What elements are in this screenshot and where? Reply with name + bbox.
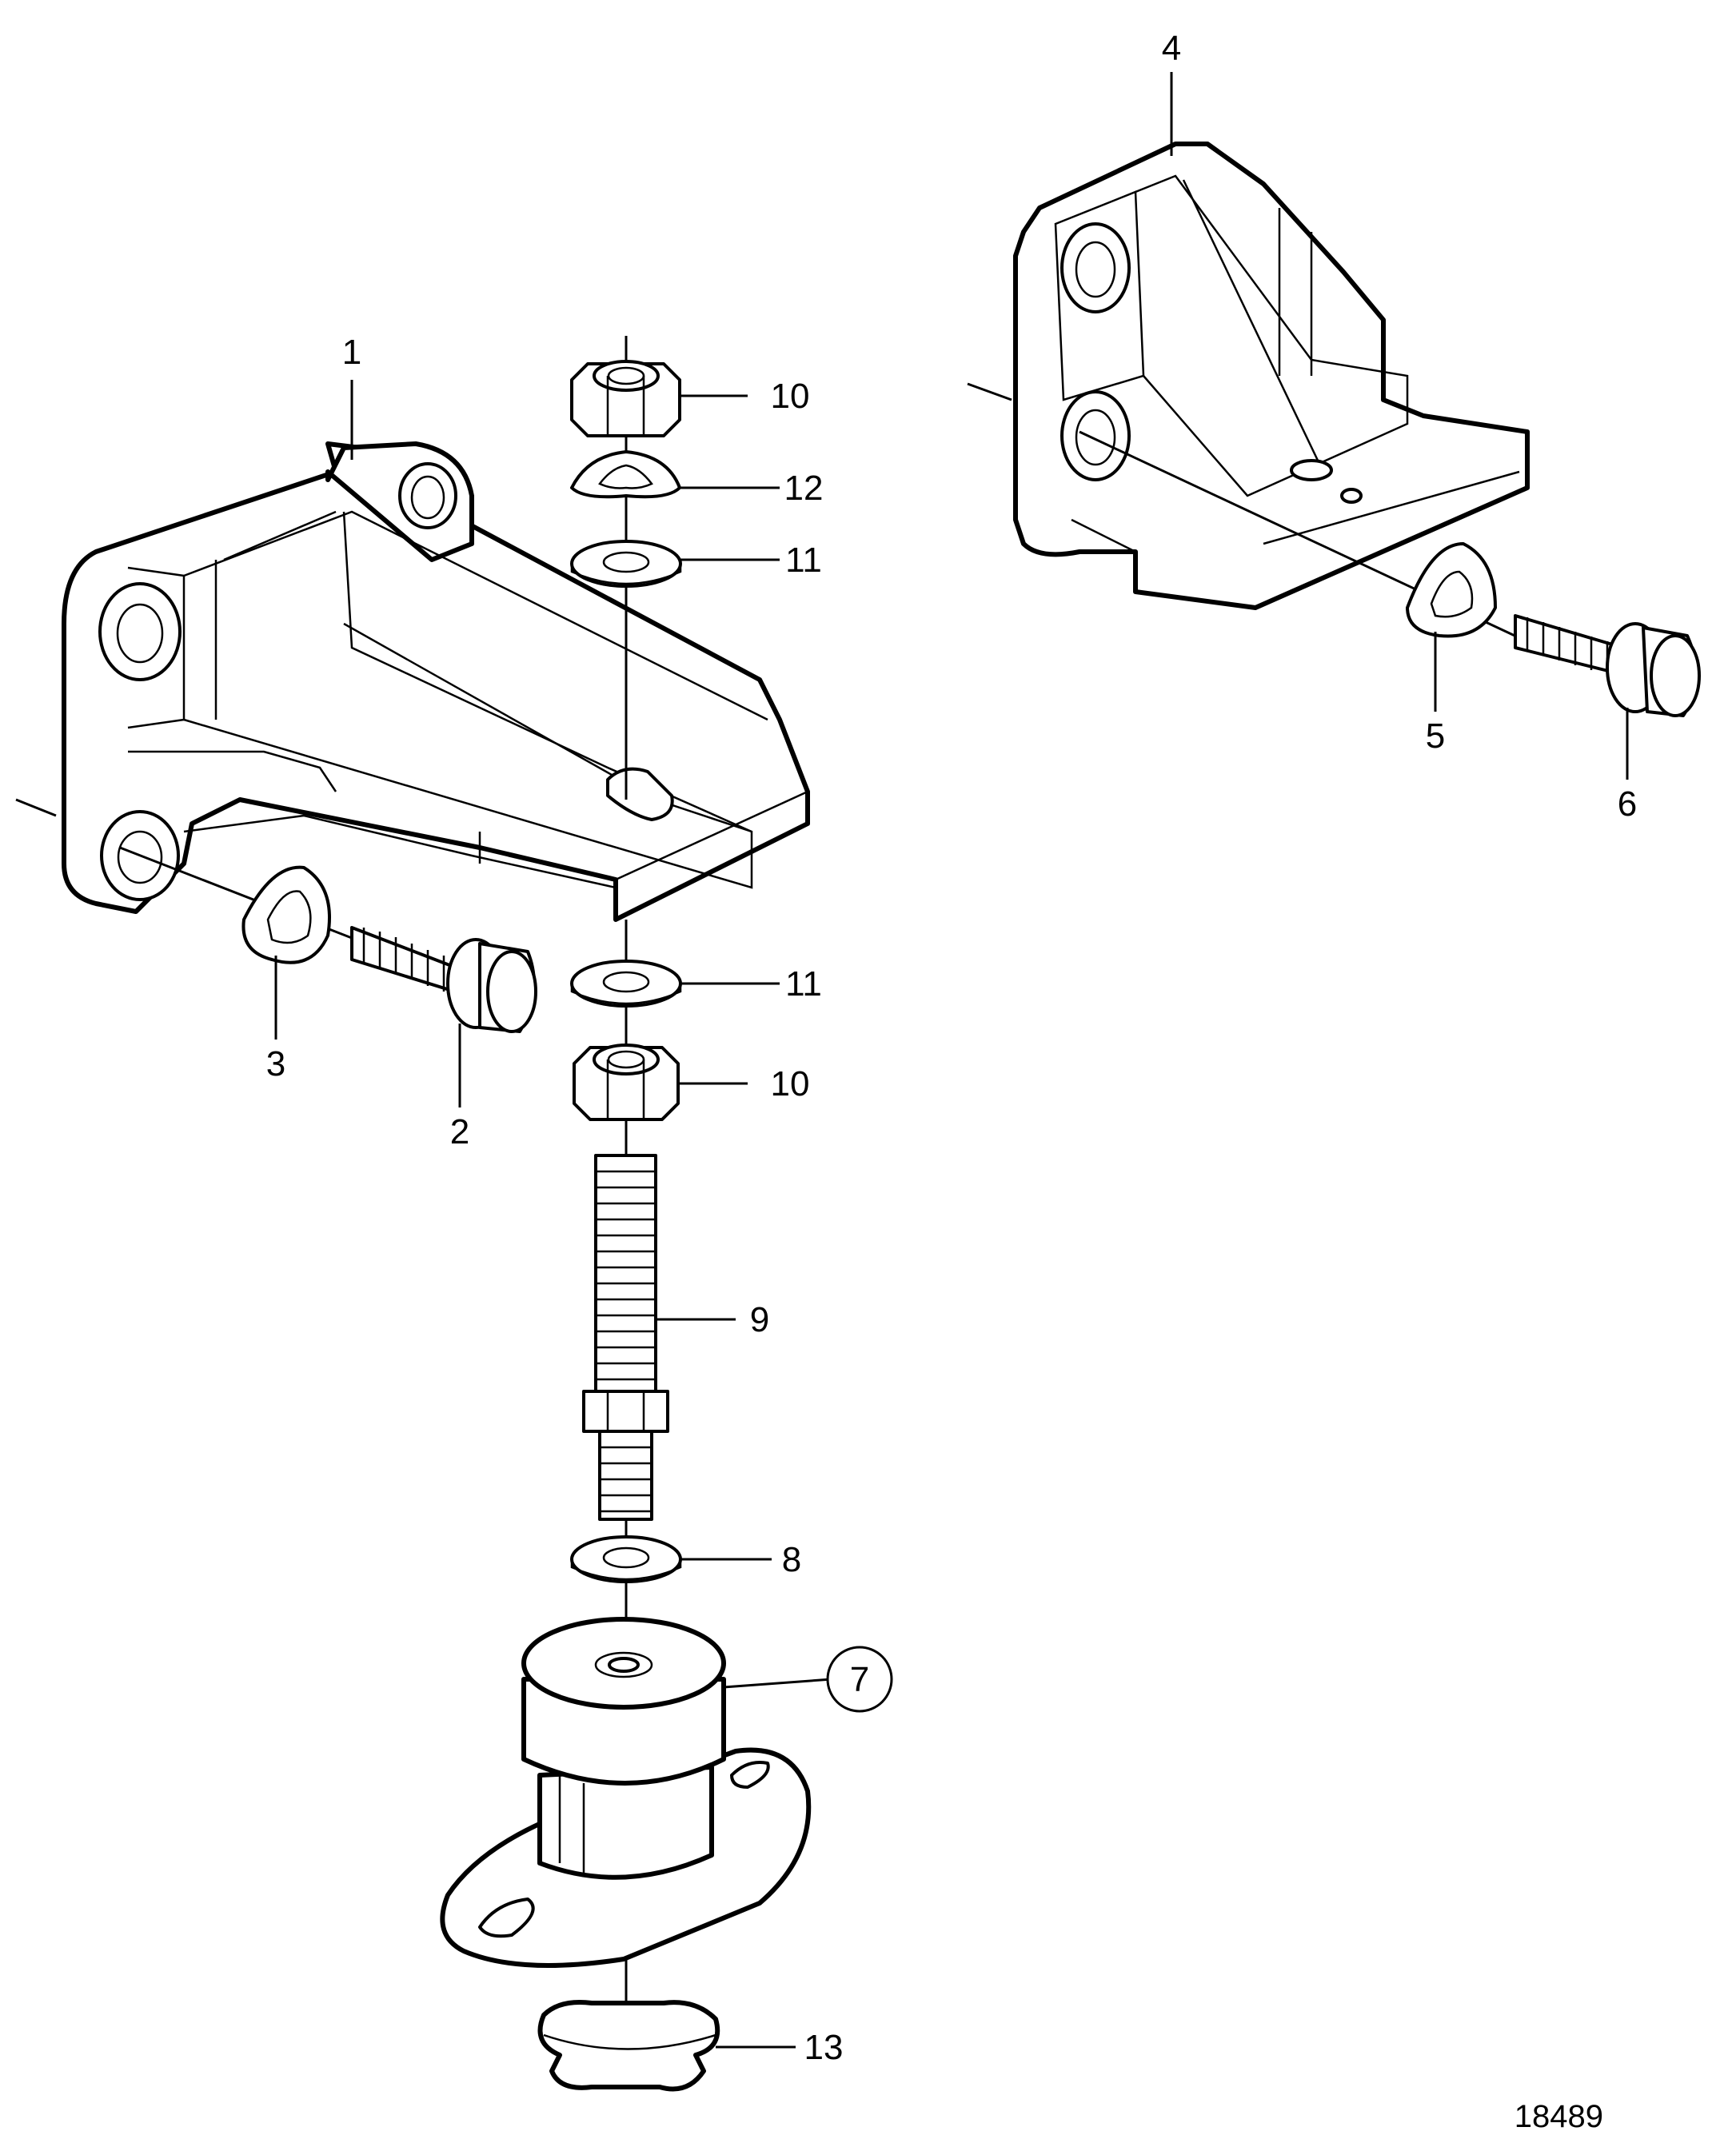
callout-6: 6 bbox=[1618, 784, 1637, 824]
callout-12: 12 bbox=[784, 469, 824, 508]
engine-bracket-front-drawing bbox=[62, 441, 810, 922]
callout-2: 2 bbox=[450, 1112, 469, 1151]
callout-11-lower: 11 bbox=[785, 964, 822, 1004]
callout-11-upper: 11 bbox=[785, 541, 822, 580]
callout-8: 8 bbox=[782, 1540, 801, 1579]
nut-10-top-drawing bbox=[570, 360, 681, 437]
washer-11-upper-drawing bbox=[570, 540, 682, 588]
washer-11-lower-drawing bbox=[570, 960, 682, 1008]
callout-4: 4 bbox=[1162, 29, 1181, 68]
washer-8-drawing bbox=[570, 1535, 682, 1583]
stud-9-drawing bbox=[582, 1154, 669, 1521]
callout-7-circle bbox=[826, 1646, 893, 1713]
rubber-mount-7-drawing bbox=[440, 1617, 812, 1968]
callout-10-lower: 10 bbox=[771, 1064, 810, 1103]
engine-bracket-rear-drawing bbox=[1013, 142, 1530, 610]
flange-bolt-2-drawing bbox=[350, 926, 537, 1033]
figure-number: 18489 bbox=[1515, 2099, 1603, 2134]
nut-10-lower-drawing bbox=[573, 1044, 680, 1121]
callout-7: 7 bbox=[850, 1660, 869, 1699]
flange-bolt-6-drawing bbox=[1514, 614, 1701, 717]
callout-3: 3 bbox=[266, 1044, 285, 1083]
callout-1: 1 bbox=[342, 333, 361, 372]
lock-washer-3-drawing bbox=[241, 865, 331, 964]
bolt-axis-line-4 bbox=[967, 382, 1012, 401]
bolt-axis-line-1 bbox=[15, 798, 57, 817]
callout-13: 13 bbox=[804, 2028, 844, 2067]
callout-10-top: 10 bbox=[771, 377, 810, 416]
cap-13-drawing bbox=[537, 2000, 720, 2092]
leader-lines bbox=[274, 72, 1629, 2049]
lock-washer-12-drawing bbox=[570, 450, 681, 499]
lock-washer-5-drawing bbox=[1406, 542, 1497, 638]
callout-9: 9 bbox=[750, 1300, 769, 1339]
callout-5: 5 bbox=[1426, 716, 1445, 756]
